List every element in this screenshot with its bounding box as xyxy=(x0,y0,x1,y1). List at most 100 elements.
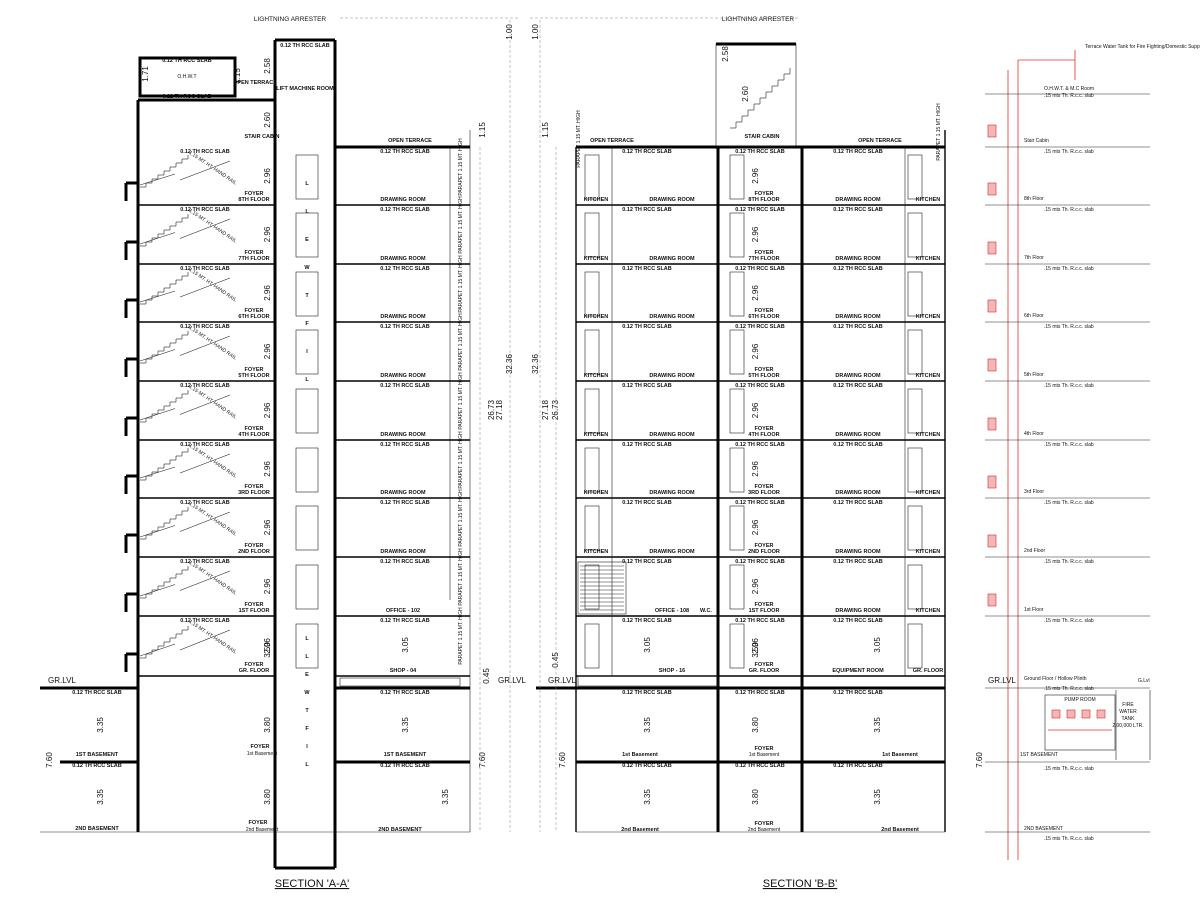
lift-letter: W xyxy=(304,265,310,271)
hydrant-valve-icon xyxy=(987,124,997,138)
ohwt-slab-label: 0.12 TH RCC SLAB xyxy=(162,58,212,64)
slab-label-b-right: 0.12 TH RCC SLAB xyxy=(833,149,883,155)
slab-label-b-right: 0.12 TH RCC SLAB xyxy=(833,618,883,624)
slab-label-room: 0.12 TH RCC SLAB xyxy=(380,559,430,565)
room-label-a: DRAWING ROOM xyxy=(380,373,426,379)
floor-level-label: 2ND FLOOR xyxy=(238,549,270,555)
floor-height-dim-b: 2.96 xyxy=(751,285,760,301)
foyer-b: FOYER xyxy=(755,367,774,373)
room-right-b: EQUIPMENT ROOM xyxy=(832,668,884,674)
fire-riser-diagram: Terrace Water Tank for Fire Fighting/Dom… xyxy=(975,44,1200,860)
b1-dim-b: 3.80 xyxy=(751,717,760,733)
hand-rail-label: 1.15 MT. HT. HAND RAIL xyxy=(188,619,238,655)
b2-foyer-a: FOYER xyxy=(249,820,268,826)
b1-label-b-right: 1st Basement xyxy=(882,752,918,758)
riser-b1-slab: .15 mts Th. R.c.c. slab xyxy=(1044,766,1094,772)
bas-room-dim-b1: 3.35 xyxy=(643,717,652,733)
slab-label-b-mid: 0.12 TH RCC SLAB xyxy=(735,266,785,272)
b2-dim-b: 3.80 xyxy=(751,789,760,805)
floor-level-b: 8TH FLOOR xyxy=(748,197,779,203)
floor-level-label: 7TH FLOOR xyxy=(238,256,269,262)
slab-label-room: 0.12 TH RCC SLAB xyxy=(380,618,430,624)
floor-level-b: GR. FLOOR xyxy=(749,668,780,674)
slab-label-b-right: 0.12 TH RCC SLAB xyxy=(833,266,883,272)
ohwt-b-dim-a: 1.15 xyxy=(233,68,242,84)
foyer-b: FOYER xyxy=(755,484,774,490)
total-dim-b: 32.36 xyxy=(531,353,540,374)
riser-level-label: 6th Floor xyxy=(1024,313,1044,319)
foyer-label: FOYER xyxy=(245,367,264,373)
stair-flight xyxy=(179,394,231,415)
slab-label-stair: 0.12 TH RCC SLAB xyxy=(180,500,230,506)
room-mid-b: OFFICE - 108 xyxy=(655,608,689,614)
riser-level-label: 1st Floor xyxy=(1024,607,1044,613)
room-right-b: DRAWING ROOM xyxy=(835,314,881,320)
slab-label-b-left: 0.12 TH RCC SLAB xyxy=(622,500,672,506)
b2-label-b-right: 2nd Basement xyxy=(881,827,919,833)
foyer-label: FOYER xyxy=(245,308,264,314)
gr-lvl-a-right: GR.LVL xyxy=(498,676,526,685)
floor-height-dim: 2.96 xyxy=(263,578,272,594)
bas-room-dim-b3: 3.35 xyxy=(873,717,882,733)
lift-door-outline xyxy=(295,388,319,434)
room-mid-b: DRAWING ROOM xyxy=(649,373,695,379)
open-terrace-a2-label: OPEN TERRACE xyxy=(388,138,432,144)
foyer-b: FOYER xyxy=(755,602,774,608)
slab-label-b-right: 0.12 TH RCC SLAB xyxy=(833,559,883,565)
slab-label-room: 0.12 TH RCC SLAB xyxy=(380,149,430,155)
slab-label-b-left: 0.12 TH RCC SLAB xyxy=(622,618,672,624)
lift-door-outline xyxy=(295,271,319,317)
slab-label-b-left: 0.12 TH RCC SLAB xyxy=(622,442,672,448)
slab-label-room: 0.12 TH RCC SLAB xyxy=(380,266,430,272)
riser-level-label: 5th Floor xyxy=(1024,372,1044,378)
stair-flight xyxy=(179,570,231,591)
kitchen-left-b: KITCHEN xyxy=(584,197,608,203)
foyer-b: FOYER xyxy=(755,662,774,668)
hollow-plinth-a xyxy=(339,677,461,687)
lightning-arrester-b: LIGHTNING ARRESTER xyxy=(722,16,795,23)
riser-slab-label: .15 mts Th. R.c.c. slab xyxy=(1044,149,1094,155)
slab-label-b-mid: 0.12 TH RCC SLAB xyxy=(735,559,785,565)
foyer-b: FOYER xyxy=(755,543,774,549)
parapet-label: PARAPET 1.15 MT. HIGH xyxy=(458,372,464,430)
kitchen-right-b: KITCHEN xyxy=(916,314,940,320)
door-b xyxy=(729,329,745,375)
b2-room-a: 2ND BASEMENT xyxy=(378,827,422,833)
slab-label-stair: 0.12 TH RCC SLAB xyxy=(180,383,230,389)
mr-slab-label: 0.12 TH RCC SLAB xyxy=(280,43,330,49)
b1-slab-b-left: 0.12 TH RCC SLAB xyxy=(622,763,672,769)
riser-slab-label: .15 mts Th. R.c.c. slab xyxy=(1044,618,1094,624)
parapet-dim-b: 1.15 xyxy=(541,122,550,138)
floor-level-b: 7TH FLOOR xyxy=(748,256,779,262)
gr-slab-b-right: 0.12 TH RCC SLAB xyxy=(833,690,883,696)
stair-flight xyxy=(139,173,176,186)
hand-rail-label: 1.15 MT. HT. HAND RAIL xyxy=(188,150,238,186)
shop-dim-b1: 3.05 xyxy=(643,637,652,653)
hand-rail-label: 1.15 MT. HT. HAND RAIL xyxy=(188,208,238,244)
slab-label-b-mid: 0.12 TH RCC SLAB xyxy=(735,442,785,448)
slab-label-room: 0.12 TH RCC SLAB xyxy=(380,500,430,506)
parapet-dim-a: 1.15 xyxy=(478,122,487,138)
b1-slab-b-mid: 0.12 TH RCC SLAB xyxy=(735,763,785,769)
riser-level-label: 3rd Floor xyxy=(1024,489,1044,495)
floor-height-dim-b: 2.96 xyxy=(751,461,760,477)
floor-height-dim-b: 2.96 xyxy=(751,519,760,535)
floor-height-dim: 2.96 xyxy=(263,638,272,654)
floor-level-b: 2ND FLOOR xyxy=(748,549,780,555)
window-b2 xyxy=(907,154,923,200)
window-b2 xyxy=(907,271,923,317)
riser-top-label: O.H.W.T. & M.C Room xyxy=(1044,86,1094,92)
slab-label-b-left: 0.12 TH RCC SLAB xyxy=(622,383,672,389)
door-b xyxy=(729,388,745,434)
plinth-dim-a: 0.45 xyxy=(482,668,491,684)
b2-label-b: 2nd Basement xyxy=(621,827,659,833)
slab-label-room: 0.12 TH RCC SLAB xyxy=(380,324,430,330)
foyer-label: FOYER xyxy=(245,484,264,490)
mr-dim-a: 2.60 xyxy=(263,112,272,128)
floor-height-dim: 2.96 xyxy=(263,168,272,184)
slab-label-b-right: 0.12 TH RCC SLAB xyxy=(833,500,883,506)
riser-level-label: 4th Floor xyxy=(1024,431,1044,437)
